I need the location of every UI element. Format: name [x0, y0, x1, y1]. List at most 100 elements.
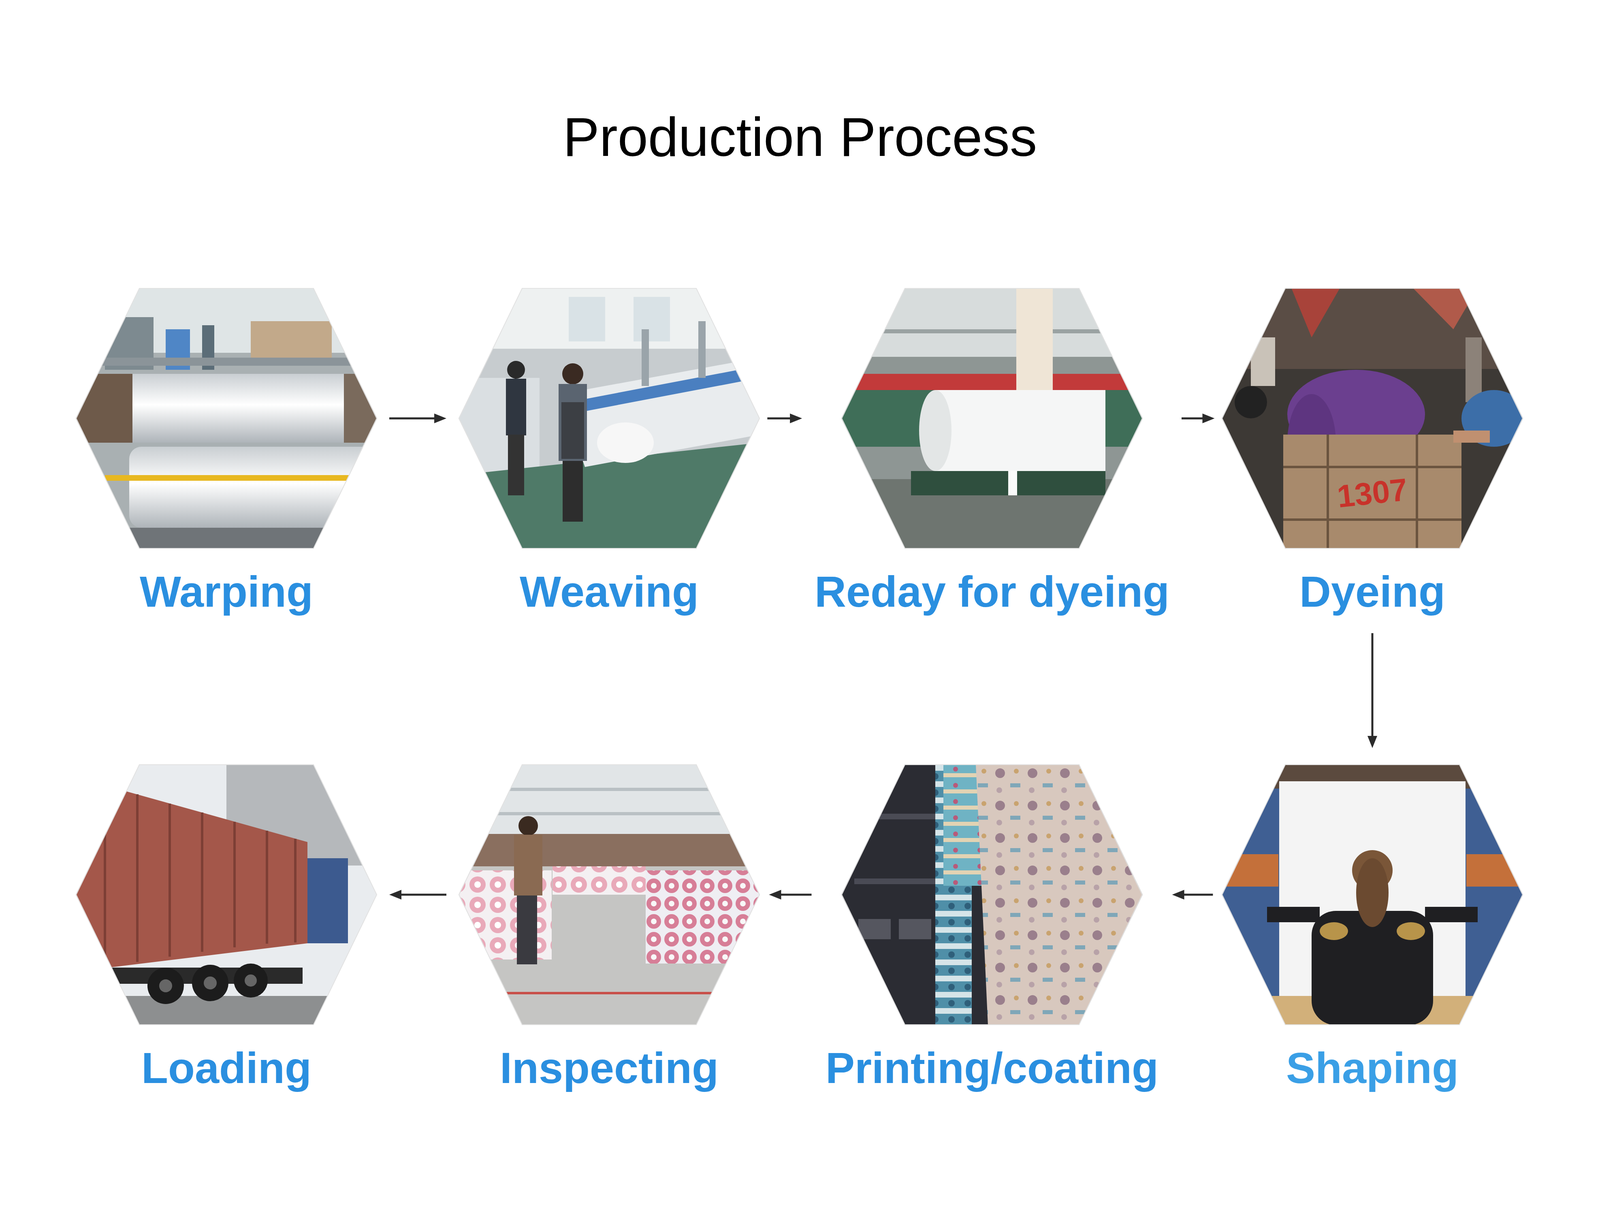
step-label: Shaping [1286, 1043, 1459, 1094]
weaving-photo [458, 288, 760, 549]
machine-bar [854, 878, 936, 885]
hexagon-shape [841, 288, 1143, 549]
step-label: Loading [141, 1043, 312, 1094]
process-step: Shaping [1221, 764, 1524, 1094]
hexagon-shape [76, 288, 377, 549]
machine-part [1412, 288, 1478, 330]
worker-legs [507, 434, 525, 496]
worker-coat [514, 834, 543, 896]
machine-bar [854, 813, 936, 820]
truck-chassis [75, 967, 303, 984]
fabric-rolls [645, 870, 760, 964]
arrow-head [1202, 413, 1215, 424]
step-label: Dyeing [1299, 566, 1446, 617]
arrow-head [389, 889, 402, 900]
shaping-photo [1221, 764, 1524, 1026]
worker-body [505, 378, 527, 436]
photo-clip [1221, 288, 1527, 549]
worker-legs [516, 895, 538, 965]
roof-beam [458, 789, 760, 814]
arrow-line [399, 893, 447, 896]
truck-wheel [233, 963, 268, 998]
printing-photo [841, 764, 1143, 1026]
photo-background [458, 288, 760, 549]
arrow-head [1367, 736, 1378, 749]
yellow-stripe [104, 475, 378, 481]
warehouse-ceiling [458, 764, 760, 846]
flow-arrow [1181, 413, 1215, 424]
loom-frame [698, 321, 706, 378]
machine-panel [858, 919, 891, 940]
flow-arrow [389, 889, 447, 900]
warp-beam [129, 446, 378, 528]
arrow-line [1371, 633, 1374, 738]
worker-hair [1356, 858, 1389, 928]
factory-floor [75, 527, 378, 549]
flow-arrow [769, 889, 812, 900]
arrow-head [769, 889, 782, 900]
process-step: Inspecting [458, 764, 760, 1094]
process-step: Dyeing [1221, 288, 1524, 617]
photo-clip [841, 288, 1143, 549]
truck-wheel [192, 964, 229, 1002]
worker-arm [1425, 906, 1478, 923]
flow-arrow [1172, 889, 1214, 900]
hexagon-outline [841, 764, 1143, 1026]
hexagon-shape [458, 288, 760, 549]
hexagon-shape [841, 764, 1143, 1025]
beam-flange [75, 373, 133, 443]
roof-truss [841, 329, 1143, 334]
process-step: Weaving [458, 288, 760, 617]
cart-frame [1283, 434, 1462, 549]
step-label: Reday for dyeing [814, 566, 1170, 617]
wheel-hub [203, 976, 217, 990]
factory-ceiling [841, 288, 1143, 357]
hexagon-shape [76, 764, 377, 1025]
machine-part [1291, 288, 1340, 338]
worker-head [1234, 386, 1268, 419]
arrow-line [389, 417, 436, 420]
floor-line [458, 992, 760, 995]
worker-apron [561, 402, 585, 459]
loom-frame [641, 329, 649, 387]
photo-clip [458, 764, 760, 1026]
photo-clip [458, 288, 760, 549]
dyeing-photo [1221, 288, 1527, 549]
truck-cab [307, 858, 348, 944]
photo-background [841, 288, 1143, 549]
fabric-rolls [552, 866, 646, 895]
worker-arm [1267, 906, 1320, 923]
jacket-pattern [1396, 922, 1426, 941]
inspecting-photo [458, 764, 760, 1026]
hexagon-outline [1221, 764, 1524, 1026]
worker-body [558, 384, 587, 461]
ready-photo [841, 288, 1143, 549]
warping-photo [75, 288, 378, 549]
worker-legs [562, 460, 583, 522]
fabric-tail [1008, 471, 1018, 496]
arrow-line [1181, 417, 1205, 420]
arrow-line [767, 417, 792, 420]
photo-background [75, 288, 378, 549]
fabric-cart [1283, 434, 1462, 549]
hexagon-outline [841, 288, 1143, 549]
hexagon-outline [458, 764, 760, 1026]
photo-background [1221, 764, 1524, 1026]
photo-clip [75, 764, 378, 1026]
process-step: Warping [75, 288, 378, 617]
arrow-head [1172, 889, 1185, 900]
warp-beam [121, 373, 348, 443]
printed-fabric [975, 764, 1143, 1026]
woven-fabric [597, 422, 654, 463]
machine-rail [75, 357, 378, 366]
container-rib [104, 785, 296, 967]
red-machines [841, 373, 1143, 391]
wheel-hub [244, 974, 257, 987]
factory-ceiling [458, 288, 760, 349]
step-label: Inspecting [499, 1043, 719, 1094]
machine-part [1465, 337, 1482, 403]
wheel-hub [159, 979, 173, 993]
hexagon-shape [458, 764, 760, 1025]
worker-head [518, 816, 538, 836]
